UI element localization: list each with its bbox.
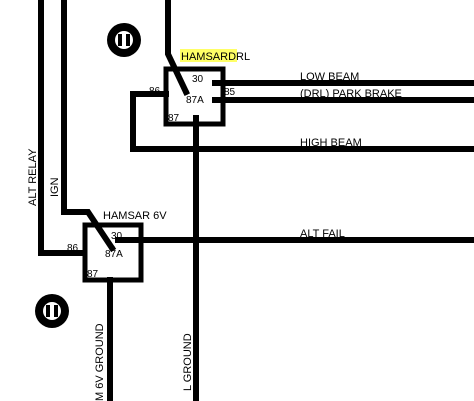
relay-drl-box <box>163 66 226 127</box>
6v-pin-30: 30 <box>111 231 123 242</box>
pin-dot-6v-30 <box>121 237 127 243</box>
drl-pin-85: 85 <box>224 87 236 98</box>
drl-pin-87a: 87A <box>186 95 204 106</box>
relay-drl-title: HAMSARDRL <box>181 51 250 63</box>
pin-dot-drl-30 <box>212 80 218 86</box>
label-low-beam: LOW BEAM <box>300 71 359 83</box>
6v-pin-86: 86 <box>67 243 79 254</box>
label-alt-relay: ALT RELAY <box>27 148 39 206</box>
label-l-ground: L GROUND <box>182 333 194 391</box>
wire-high-beam <box>130 91 474 152</box>
pin-dot-drl-85 <box>212 97 218 103</box>
wire-alt-relay <box>38 0 87 256</box>
label-park-brake: (DRL) PARK BRAKE <box>300 88 402 100</box>
label-6v-ground: M 6V GROUND <box>94 323 106 401</box>
relay-6v-title: HAMSAR 6V <box>103 210 167 222</box>
connector-bottom-icon <box>35 294 69 328</box>
label-alt-fail: ALT FAIL <box>300 228 345 240</box>
pin-dot-6v-87a <box>109 245 115 251</box>
drl-pin-87: 87 <box>168 113 180 124</box>
wire-ign <box>61 0 117 253</box>
drl-pin-86: 86 <box>149 86 161 97</box>
wire-group <box>38 0 474 401</box>
relay-6v-box <box>82 222 144 283</box>
connector-top-icon <box>107 23 141 57</box>
drl-pin-30: 30 <box>192 74 204 85</box>
relay-drl-highlight <box>180 49 237 62</box>
6v-pin-87: 87 <box>87 269 99 280</box>
6v-pin-87a: 87A <box>105 249 123 260</box>
label-ign: IGN <box>49 177 61 197</box>
wire-drl-feed <box>165 0 190 96</box>
label-high-beam: HIGH BEAM <box>300 137 362 149</box>
pin-dot-drl-87a <box>183 89 189 95</box>
